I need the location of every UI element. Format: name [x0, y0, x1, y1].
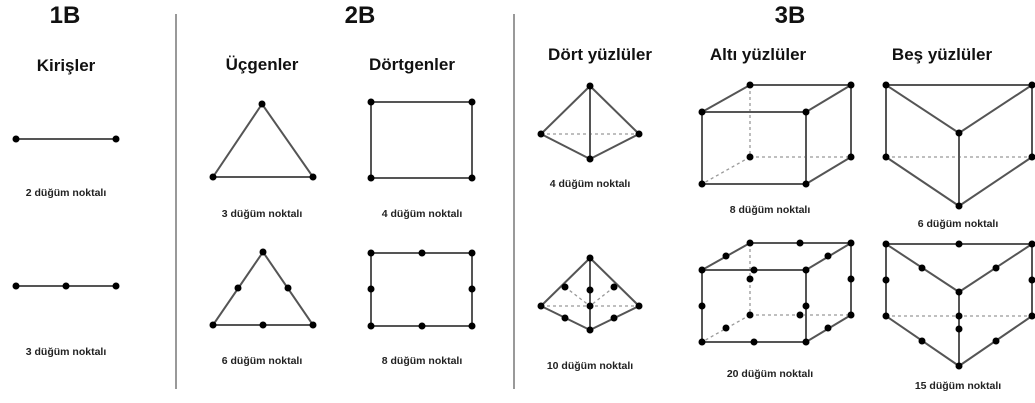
caption-quad-8-node: 8 düğüm noktalı: [381, 355, 463, 367]
caption-wedge-15-node: 15 düğüm noktalı: [914, 380, 1002, 392]
tetra-10-node: [537, 254, 643, 334]
subtitle-wedges: Beş yüzlüler: [891, 45, 993, 64]
section-title-2b: 2B: [344, 2, 376, 29]
beam-2-node: [12, 135, 120, 143]
caption-tetra-4-node: 4 düğüm noktalı: [549, 178, 631, 190]
subtitle-hexahedra: Altı yüzlüler: [709, 45, 807, 64]
caption-quad-4-node: 4 düğüm noktalı: [381, 208, 463, 220]
caption-wedge-6-node: 6 düğüm noktalı: [917, 218, 999, 230]
subtitle-quadrilaterals: Dörtgenler: [369, 55, 455, 74]
wedge-15-node: [882, 240, 1035, 370]
hexa-8-node: [698, 81, 855, 188]
tetra-4-node: [537, 82, 643, 163]
subtitle-tetrahedra: Dört yüzlüler: [548, 45, 652, 64]
wedge-6-node: [882, 81, 1035, 210]
caption-hexa-20-node: 20 düğüm noktalı: [726, 368, 814, 380]
quad-4-node: [367, 98, 476, 182]
triangle-6-node: [209, 248, 317, 329]
section-title-1b: 1B: [49, 2, 81, 29]
caption-tetra-10-node: 10 düğüm noktalı: [546, 360, 634, 372]
caption-triangle-3-node: 3 düğüm noktalı: [221, 208, 303, 220]
subtitle-triangles: Üçgenler: [225, 55, 299, 74]
section-title-3b: 3B: [774, 2, 806, 29]
quad-8-node: [367, 249, 476, 330]
hexa-20-node: [698, 239, 855, 346]
separator-2b-3b: [513, 14, 515, 389]
beam-3-node: [12, 282, 120, 290]
caption-beam-2-node: 2 düğüm noktalı: [25, 187, 107, 199]
triangle-3-node: [209, 100, 317, 181]
caption-beam-3-node: 3 düğüm noktalı: [25, 346, 107, 358]
subtitle-beams: Kirişler: [36, 56, 96, 75]
separator-1b-2b: [175, 14, 177, 389]
caption-hexa-8-node: 8 düğüm noktalı: [729, 204, 811, 216]
caption-triangle-6-node: 6 düğüm noktalı: [221, 355, 303, 367]
